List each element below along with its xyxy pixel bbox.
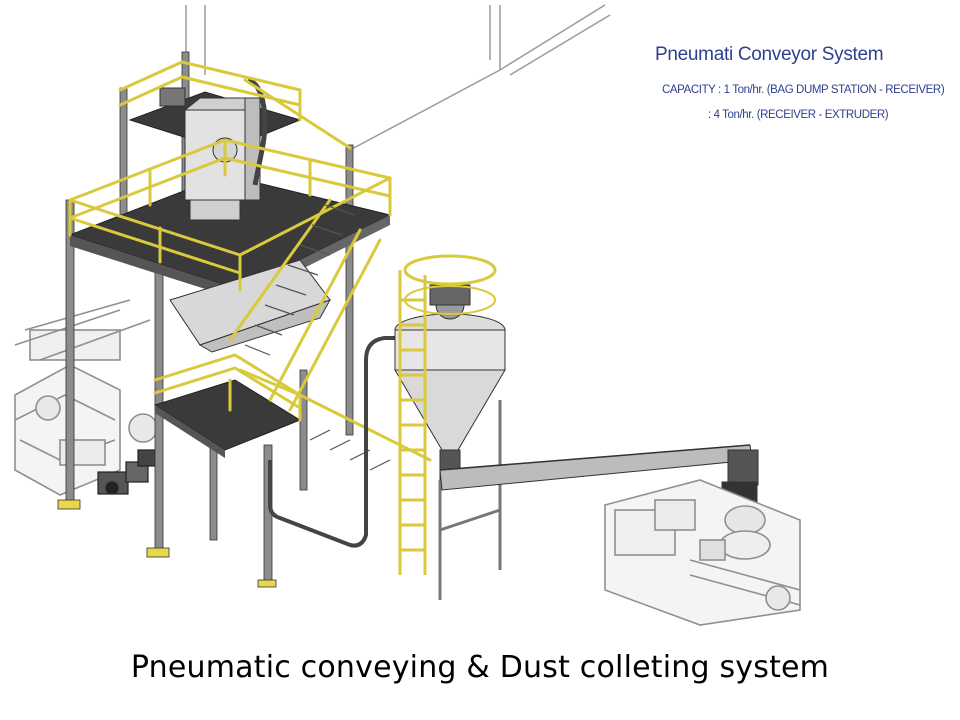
conveyor-system-drawing [14, 4, 801, 626]
blower-units [97, 449, 157, 495]
extruder [604, 479, 801, 626]
column-base-plates [57, 499, 277, 588]
slide-caption: Pneumatic conveying & Dust colleting sys… [130, 650, 830, 685]
dust-collector [159, 77, 268, 221]
building-lines [185, 4, 611, 151]
forklift [14, 299, 158, 496]
silo-support-frame [438, 400, 502, 600]
receiver-silo [394, 254, 506, 481]
capacity-line-2: : 4 Ton/hr. (RECEIVER - EXTRUDER) [708, 109, 889, 121]
conveying-pipe [268, 336, 420, 548]
access-ladder [398, 270, 427, 575]
capacity-line-1: CAPACITY : 1 Ton/hr. (BAG DUMP STATION -… [662, 84, 945, 96]
lower-deck [153, 379, 302, 458]
handrails [68, 60, 432, 462]
system-title: Pneumati Conveyor System [655, 44, 884, 65]
